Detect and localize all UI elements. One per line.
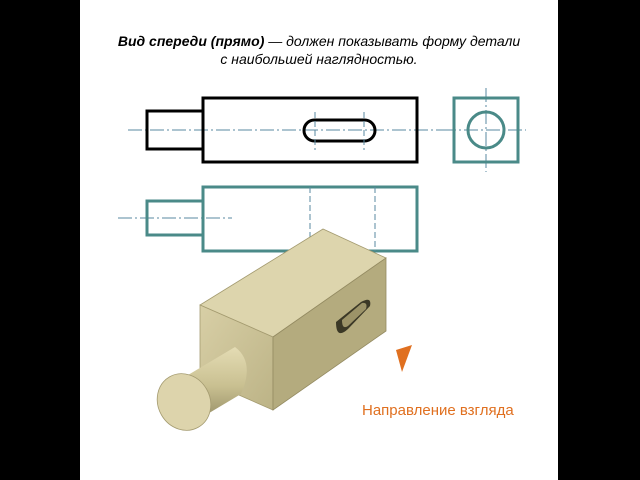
- top-view: [118, 185, 419, 253]
- front-view: [128, 96, 448, 164]
- slide-canvas: Вид спереди (прямо) — должен показывать …: [80, 0, 558, 480]
- front-view-slot: [302, 118, 377, 143]
- part-shaft-end: [156, 373, 212, 431]
- side-view-square: [452, 96, 520, 164]
- isometric-part: [156, 228, 387, 431]
- front-view-body: [201, 96, 419, 164]
- part-slot-inner: [342, 302, 367, 328]
- view-direction-caption: Направление взгляда: [362, 402, 514, 419]
- title-rest: — должен показывать форму детали: [264, 33, 521, 49]
- side-view-hole: [466, 110, 506, 150]
- slide-title: Вид спереди (прямо) — должен показывать …: [80, 32, 558, 68]
- side-view: [442, 88, 526, 172]
- title-bold: Вид спереди (прямо): [117, 33, 265, 49]
- view-direction-arrow: [396, 345, 412, 372]
- drawing: [118, 88, 526, 431]
- title-line2: с наибольшей наглядностью.: [220, 51, 418, 67]
- part-side-face: [272, 257, 387, 411]
